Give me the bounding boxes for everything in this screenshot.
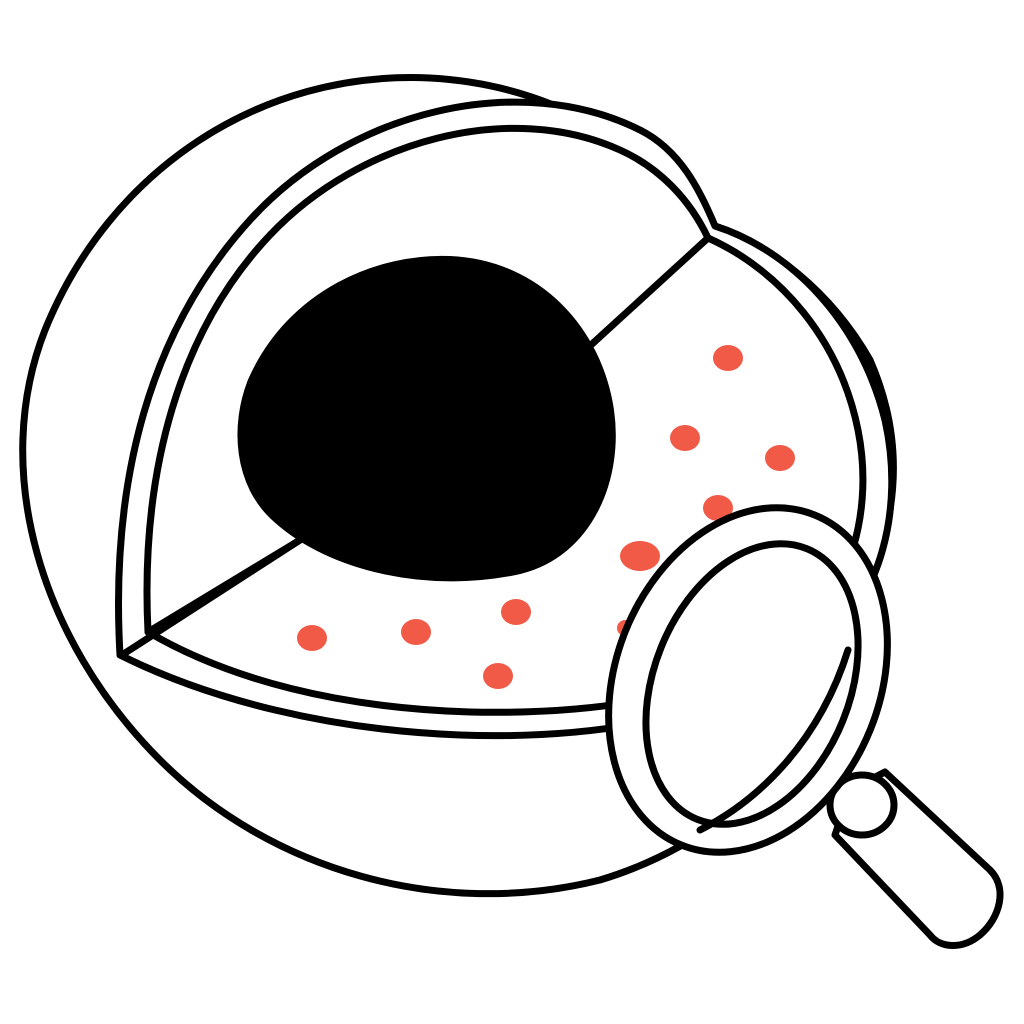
dots-group <box>297 345 795 689</box>
dot-2 <box>670 425 700 451</box>
magnifier-inner-rim <box>642 540 862 828</box>
dot-7 <box>401 619 431 645</box>
dot-4 <box>703 495 733 521</box>
dot-5 <box>620 541 660 571</box>
dot-8 <box>297 625 327 651</box>
dot-9 <box>483 663 513 689</box>
magnifying-glass-icon <box>605 504 1004 949</box>
dot-1 <box>713 345 743 371</box>
magnifier-neck <box>826 771 898 839</box>
dot-6 <box>501 599 531 625</box>
wedge-edge-lower-inner <box>144 536 304 636</box>
cut-inner-rim <box>143 124 712 636</box>
sphere-core <box>237 255 616 582</box>
magnifier-lens-reflection <box>696 646 852 834</box>
wedge-edge-upper <box>576 234 712 359</box>
dot-3 <box>765 445 795 471</box>
